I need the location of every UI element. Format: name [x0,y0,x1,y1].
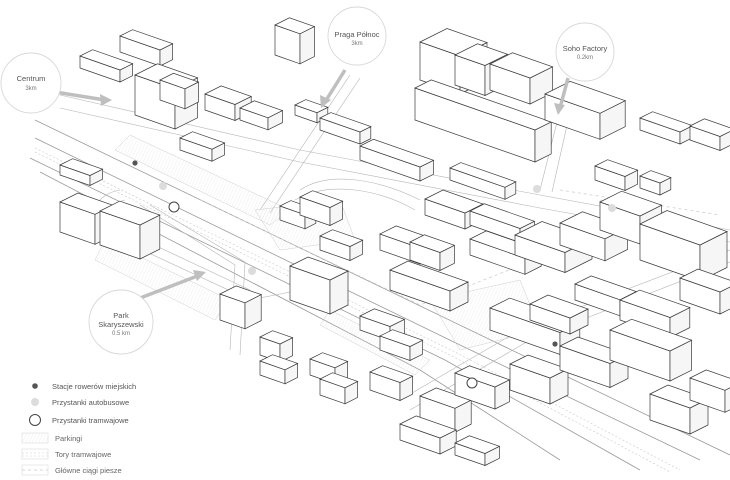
building-face [594,159,639,177]
place-name: Soho Factory [563,44,608,53]
legend-tram-tracks-label: Tory tramwajowe [55,450,111,459]
building-face [454,435,501,454]
building-face [309,352,349,369]
building-face [289,256,349,281]
legend: Stacje rowerów miejskich Przystanki auto… [10,378,195,480]
building-face [259,330,294,345]
building-face [399,415,458,439]
building-face [454,365,511,388]
building-face [619,289,691,318]
bike-station-marker [132,160,138,166]
building-face [319,229,364,247]
building-face [609,318,693,352]
building-face [639,170,672,184]
building-face [449,162,517,188]
legend-tram-tracks-swatch [21,448,49,460]
building-face [489,52,554,79]
transit-markers [132,160,616,389]
building-face [639,210,728,246]
building-face [689,118,730,137]
building-face [529,294,589,319]
building-face [99,200,161,226]
legend-bus-label: Przystanki autobusowe [52,398,129,407]
bike-station-marker [552,341,558,347]
legend-tram-marker [29,414,41,426]
building-face [679,268,730,293]
building-face [369,365,414,383]
building-face [159,72,200,90]
place-distance: 0.5 km [112,331,130,337]
legend-parking-label: Parkingi [55,434,82,443]
place-label-park: Park Skaryszewski 0.5 km [88,289,154,355]
building-face [424,189,484,214]
legend-bus-marker [31,398,39,406]
place-distance: 3km [25,86,36,92]
building-face [239,100,284,119]
building-face [274,17,316,35]
legend-tram-label: Przystanki tramwajowe [52,416,129,425]
building-face [179,131,226,150]
place-name: Praga Północ [334,30,379,39]
place-label-praga: Praga Północ 3km [327,6,387,66]
bus-stop-marker [248,267,256,275]
building-face [409,234,456,253]
bus-stop-marker [533,185,541,193]
building-face [259,354,299,371]
building-face [689,369,730,391]
tram-stop-marker [466,377,478,389]
building-face [59,158,104,176]
place-name: Centrum [17,74,46,83]
building-face [599,190,663,217]
place-distance: 0.2km [577,55,593,61]
place-name-line1: Park [113,311,129,320]
building-face [359,138,435,168]
building-face [299,190,344,208]
building-face [724,387,730,413]
place-label-soho: Soho Factory 0.2km [555,22,615,82]
building-face [319,112,372,133]
building-face [389,260,469,292]
building-face [319,372,359,389]
place-label-centrum: Centrum 3km [0,52,62,114]
bus-stop-marker [608,204,616,212]
building-face [469,203,536,229]
legend-pedestrian-label: Główne ciągi piesze [55,466,122,475]
legend-bike-label: Stacje rowerów miejskich [52,382,136,391]
bus-stop-marker [159,182,167,190]
building-face [294,99,329,114]
tram-stop-marker [168,201,180,213]
building-face [119,29,174,51]
legend-bike-marker [32,383,38,389]
direction-arrows [54,69,570,302]
building-face [219,285,263,304]
building-face [359,308,406,327]
place-distance: 3km [351,41,362,47]
building-face [454,43,509,66]
building-face [79,49,134,71]
legend-parking-swatch [21,432,49,444]
place-name-line2: Skaryszewski [98,320,144,329]
building-face [379,329,424,347]
building-face [204,85,253,105]
building-face [719,286,730,315]
